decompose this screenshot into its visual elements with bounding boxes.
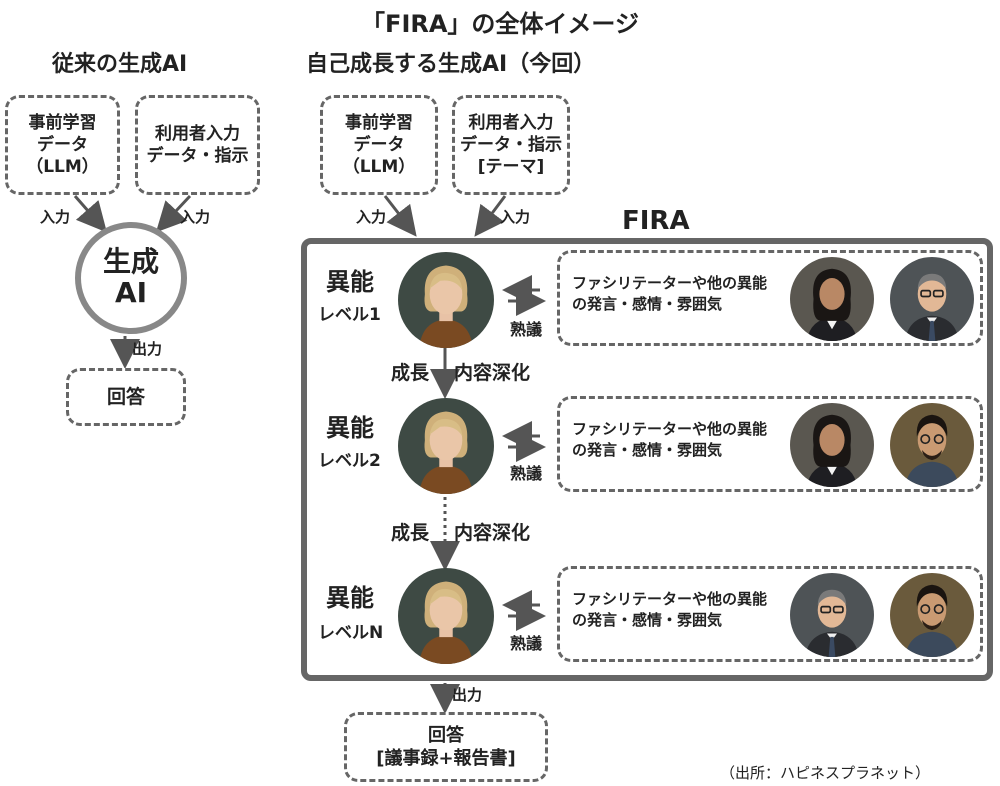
ino-level-1: レベル1 bbox=[318, 305, 381, 325]
facilitator-box-1: ファシリテーターや他の異能 の発言・感情・雰囲気 bbox=[557, 250, 983, 346]
ino-level-2: レベル2 bbox=[318, 451, 381, 471]
fira-user-input-box: 利用者入力 データ・指示 [テーマ] bbox=[452, 95, 570, 195]
debate-label-1: 熟議 bbox=[510, 320, 543, 339]
growth-label-1-left: 成長 bbox=[391, 362, 430, 384]
conventional-heading: 従来の生成AI bbox=[52, 52, 188, 77]
fira-answer-box: 回答 [議事録+報告書] bbox=[344, 712, 548, 782]
input-label-left: 入力 bbox=[40, 208, 71, 226]
man-portrait-icon bbox=[890, 403, 974, 487]
facilitator-avatar-2a bbox=[790, 403, 874, 487]
input-arrow-left bbox=[73, 195, 107, 233]
ino-title-n: 異能 bbox=[326, 584, 374, 612]
facilitator-text-1: ファシリテーターや他の異能 の発言・感情・雰囲気 bbox=[572, 274, 768, 313]
debate-label-n: 熟議 bbox=[510, 634, 543, 653]
output-label: 出力 bbox=[132, 340, 163, 358]
page-title: 「FIRA」の全体イメージ bbox=[361, 10, 639, 38]
input-arrow-right bbox=[155, 194, 192, 233]
woman-portrait-icon bbox=[398, 568, 494, 664]
growth-label-2-left: 成長 bbox=[391, 522, 430, 544]
debate-arrows-1 bbox=[502, 275, 546, 316]
facilitator-text-2: ファシリテーターや他の異能 の発言・感情・雰囲気 bbox=[572, 420, 768, 459]
answer-box: 回答 bbox=[66, 368, 186, 426]
facilitator-box-n: ファシリテーターや他の異能 の発言・感情・雰囲気 bbox=[557, 566, 983, 662]
generative-ai-node: 生成 AI bbox=[75, 222, 187, 334]
self-growing-heading: 自己成長する生成AI（今回） bbox=[306, 52, 596, 77]
man-portrait-icon bbox=[790, 573, 874, 657]
fira-input-arrow-right bbox=[474, 195, 507, 237]
ino-avatar-n bbox=[398, 568, 494, 664]
ino-title-1: 異能 bbox=[326, 268, 374, 296]
woman-portrait-icon bbox=[790, 257, 874, 341]
user-input-box: 利用者入力 データ・指示 bbox=[135, 95, 260, 195]
facilitator-box-2: ファシリテーターや他の異能 の発言・感情・雰囲気 bbox=[557, 396, 983, 492]
ino-title-2: 異能 bbox=[326, 414, 374, 442]
fira-output-label: 出力 bbox=[452, 686, 483, 704]
debate-arrows-2 bbox=[502, 421, 546, 462]
fira-pretrain-data-box: 事前学習 データ （LLM） bbox=[320, 95, 438, 195]
facilitator-avatar-2b bbox=[890, 403, 974, 487]
growth-label-2-right: 内容深化 bbox=[454, 522, 531, 544]
ino-avatar-2 bbox=[398, 398, 494, 494]
woman-portrait-icon bbox=[790, 403, 874, 487]
facilitator-avatar-na bbox=[790, 573, 874, 657]
growth-label-1-right: 内容深化 bbox=[454, 362, 531, 384]
facilitator-avatar-nb bbox=[890, 573, 974, 657]
fira-input-label-right: 入力 bbox=[500, 208, 531, 226]
fira-frame bbox=[301, 238, 993, 681]
facilitator-avatar-1a bbox=[790, 257, 874, 341]
man-portrait-icon bbox=[890, 573, 974, 657]
ino-avatar-1 bbox=[398, 252, 494, 348]
man-portrait-icon bbox=[890, 257, 974, 341]
ino-level-n: レベルN bbox=[318, 623, 384, 643]
fira-input-label-left: 入力 bbox=[356, 208, 387, 226]
input-label-right: 入力 bbox=[180, 208, 211, 226]
facilitator-text-n: ファシリテーターや他の異能 の発言・感情・雰囲気 bbox=[572, 590, 768, 629]
debate-label-2: 熟議 bbox=[510, 464, 543, 483]
woman-portrait-icon bbox=[398, 252, 494, 348]
woman-portrait-icon bbox=[398, 398, 494, 494]
debate-arrows-3 bbox=[502, 590, 546, 631]
fira-input-arrow-left bbox=[383, 195, 417, 237]
facilitator-avatar-1b bbox=[890, 257, 974, 341]
pretrain-data-box: 事前学習 データ （LLM） bbox=[5, 95, 120, 195]
fira-label: FIRA bbox=[622, 206, 690, 236]
source-note: （出所：ハピネスプラネット） bbox=[720, 764, 931, 782]
